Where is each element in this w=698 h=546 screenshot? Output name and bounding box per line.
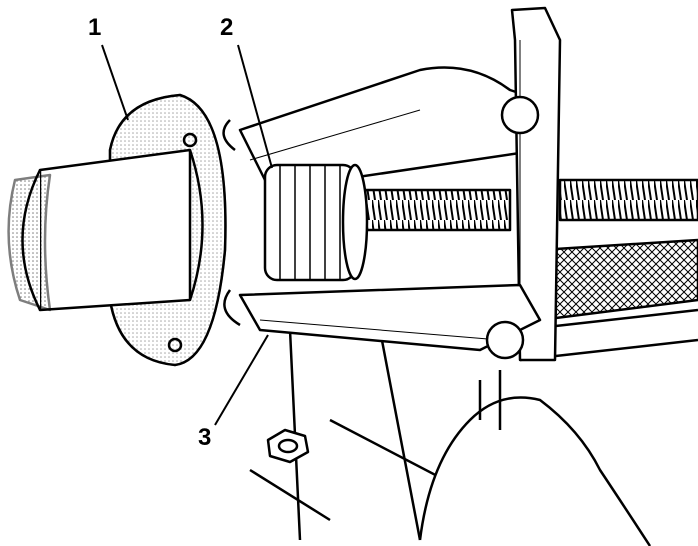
gear	[263, 163, 369, 282]
hub-body	[7, 148, 204, 312]
leader-line-3	[214, 334, 269, 426]
hand	[418, 370, 652, 546]
callout-2: 2	[220, 14, 234, 41]
callout-1: 1	[88, 14, 102, 41]
callout-3: 3	[198, 424, 212, 451]
leader-line-1	[101, 44, 129, 121]
leader-line-2	[237, 44, 273, 169]
nut-icon	[266, 428, 310, 464]
puller-frame	[222, 6, 562, 362]
threaded-rod	[358, 178, 698, 232]
